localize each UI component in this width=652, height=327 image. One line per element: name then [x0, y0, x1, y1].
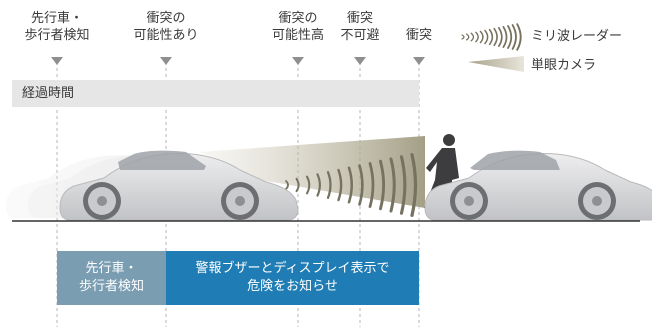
- marker-high: [292, 57, 304, 65]
- phase-box-warning: 警報ブザーとディスプレイ表示で 危険をお知らせ: [166, 251, 419, 305]
- timeline-markers: [51, 57, 425, 65]
- legend-radar-arc: [470, 32, 475, 42]
- time-band-label: 経過時間: [22, 86, 75, 101]
- radar-wave-arc: [410, 152, 418, 218]
- radar-wave-arc: [316, 173, 321, 197]
- radar-wave-arc: [295, 177, 300, 193]
- radar-wave-arc: [399, 155, 407, 215]
- phase-box-detect: 先行車・ 歩行者検知: [57, 251, 166, 305]
- legend-radar-arc: [493, 27, 498, 47]
- legend-radar-arc: [497, 26, 503, 48]
- approaching-car: [59, 150, 299, 221]
- leading-car: [424, 150, 652, 221]
- stage-label-possible: 衝突の 可能性あり: [133, 11, 199, 43]
- legend-radar-arc: [488, 28, 494, 46]
- marker-unavoidable: [354, 57, 366, 65]
- legend-radar-arc: [479, 30, 484, 44]
- marker-collision: [413, 57, 425, 65]
- time-band: [12, 80, 419, 107]
- radar-legend-icon: [461, 23, 522, 51]
- legend-radar-arc: [516, 23, 522, 51]
- legend-radar-arc: [502, 26, 508, 48]
- legend-radar-arc: [465, 33, 470, 41]
- radar-wave-arc: [358, 164, 364, 206]
- radar-wave-arc: [326, 171, 332, 199]
- stage-label-high: 衝突の 可能性高: [271, 11, 324, 43]
- legend-radar-arc: [475, 31, 479, 43]
- camera-beam: [200, 136, 425, 208]
- legend-radar-arc: [484, 29, 489, 45]
- marker-detect: [51, 57, 63, 65]
- radar-wave-arc: [305, 175, 311, 195]
- legend-radar-arc: [507, 25, 513, 49]
- legend-radar-arc: [511, 24, 517, 50]
- radar-wave-arc: [347, 166, 354, 204]
- marker-possible: [160, 57, 172, 65]
- radar-wave-arc: [337, 168, 343, 202]
- radar-wave-arc: [368, 162, 375, 208]
- radar-wave-arc: [379, 159, 386, 211]
- stage-label-collision: 衝突: [405, 28, 432, 43]
- radar-wave-arc: [389, 157, 396, 213]
- radar-wave-arc: [285, 180, 289, 190]
- legend-radar-arc: [461, 34, 465, 40]
- radar-legend-label: ミリ波レーダー: [531, 29, 623, 44]
- stage-label-unavoidable: 衝突 不可避: [340, 11, 380, 43]
- radar-waves: [285, 152, 418, 218]
- approaching-car-window: [118, 150, 206, 170]
- camera-legend-label: 単眼カメラ: [531, 58, 597, 73]
- stage-label-detect: 先行車・ 歩行者検知: [24, 11, 90, 43]
- camera-legend-icon: [468, 56, 524, 72]
- leading-car-window: [470, 150, 560, 170]
